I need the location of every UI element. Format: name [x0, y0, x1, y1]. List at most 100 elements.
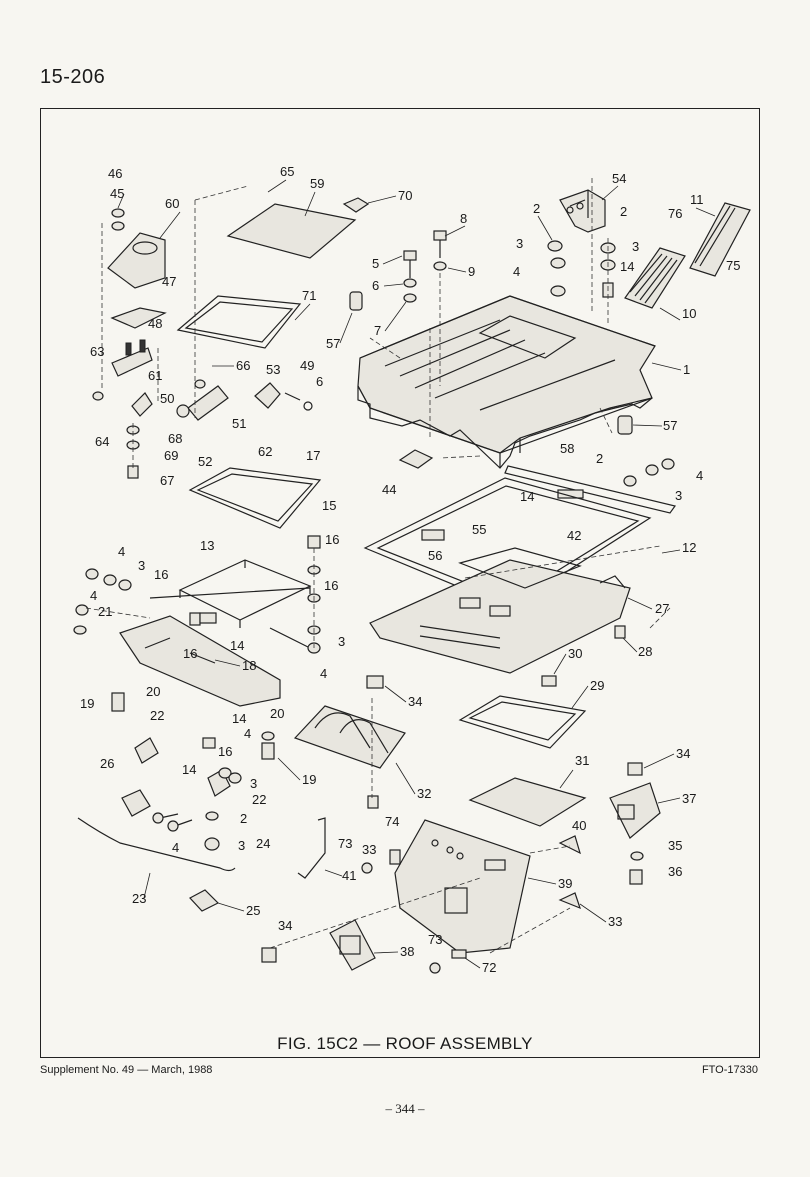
callout-34b: 34: [676, 746, 690, 761]
callout-16e: 16: [218, 744, 232, 759]
callout-60: 60: [165, 196, 179, 211]
callout-23: 23: [132, 891, 146, 906]
callout-16b: 16: [154, 567, 168, 582]
callout-38: 38: [400, 944, 414, 959]
callout-47: 47: [162, 274, 176, 289]
callout-31: 31: [575, 753, 589, 768]
hinge-assembly-part: [107, 208, 167, 377]
pad-part: [398, 449, 434, 469]
figure-title: FIG. 15C2 — ROOF ASSEMBLY: [277, 1034, 533, 1053]
console-part: [394, 819, 531, 954]
callout-75: 75: [726, 258, 740, 273]
callout-9: 9: [468, 264, 475, 279]
callout-4c: 4: [118, 544, 125, 559]
mounting-frame-part: [149, 559, 312, 649]
filter-element-part: [624, 247, 686, 309]
callout-3e: 3: [338, 634, 345, 649]
callout-14e: 14: [182, 762, 196, 777]
panel-part: [468, 777, 587, 827]
callout-20a: 20: [146, 684, 160, 699]
callout-26: 26: [100, 756, 114, 771]
bolt-column-center: [307, 535, 321, 654]
callout-55: 55: [472, 522, 486, 537]
seal-strip-part: [504, 458, 677, 514]
callout-labels: 46 45 60 65 59 70 8 54 2 2 11 76 3 3 14 …: [80, 164, 740, 975]
lever-part: [297, 817, 401, 879]
callout-18: 18: [242, 658, 256, 673]
callout-58: 58: [560, 441, 574, 456]
callout-8: 8: [460, 211, 467, 226]
figure-frame: [40, 108, 760, 1058]
callout-57a: 57: [326, 336, 340, 351]
callout-4a: 4: [513, 264, 520, 279]
callout-73a: 73: [338, 836, 352, 851]
callout-4b: 4: [696, 468, 703, 483]
callout-57b: 57: [663, 418, 677, 433]
callout-68: 68: [168, 431, 182, 446]
bracket-part: [559, 189, 606, 233]
callout-45: 45: [110, 186, 124, 201]
callout-16c: 16: [324, 578, 338, 593]
sheet-number: – 344 –: [385, 1101, 425, 1116]
supplement-note: Supplement No. 49 — March, 1988: [40, 1064, 213, 1076]
callout-12: 12: [682, 540, 696, 555]
cover-box-part: [261, 919, 467, 974]
callout-33b: 33: [608, 914, 622, 929]
callout-21: 21: [98, 604, 112, 619]
callout-67: 67: [160, 473, 174, 488]
callout-3a: 3: [516, 236, 523, 251]
callout-10: 10: [682, 306, 696, 321]
callout-2b: 2: [620, 204, 627, 219]
page-number: 15-206: [40, 66, 106, 88]
callout-2a: 2: [533, 201, 540, 216]
callout-3b: 3: [632, 239, 639, 254]
callout-37: 37: [682, 791, 696, 806]
cover-plate-part: [226, 197, 370, 259]
callout-44: 44: [382, 482, 396, 497]
callout-6a: 6: [372, 278, 379, 293]
callout-24: 24: [256, 836, 270, 851]
callout-66: 66: [236, 358, 250, 373]
callout-5: 5: [372, 256, 379, 271]
callout-36: 36: [668, 864, 682, 879]
callout-74: 74: [385, 814, 399, 829]
rod-part: [77, 817, 236, 912]
callout-25: 25: [246, 903, 260, 918]
callout-2c: 2: [596, 451, 603, 466]
callout-19b: 19: [302, 772, 316, 787]
callout-2d: 2: [240, 811, 247, 826]
callout-64: 64: [95, 434, 109, 449]
callout-4d: 4: [90, 588, 97, 603]
callout-61: 61: [148, 368, 162, 383]
callout-76: 76: [668, 206, 682, 221]
callout-15: 15: [322, 498, 336, 513]
console-frame-part: [458, 625, 626, 749]
callout-4g: 4: [172, 840, 179, 855]
callout-16d: 16: [183, 646, 197, 661]
callout-71: 71: [302, 288, 316, 303]
small-pad-part: [421, 529, 445, 541]
callout-7: 7: [374, 323, 381, 338]
callout-49: 49: [300, 358, 314, 373]
callout-63: 63: [90, 344, 104, 359]
callout-16a: 16: [325, 532, 339, 547]
callout-30: 30: [568, 646, 582, 661]
callout-40: 40: [572, 818, 586, 833]
filter-housing-part: [689, 202, 751, 277]
roof-shell-part: [357, 295, 656, 469]
callout-51: 51: [232, 416, 246, 431]
spacer-part: [349, 291, 633, 435]
callout-56: 56: [428, 548, 442, 563]
leader-lines: [85, 185, 671, 954]
callout-3c: 3: [675, 488, 682, 503]
callout-48: 48: [148, 316, 162, 331]
callout-65: 65: [280, 164, 294, 179]
callout-14a: 14: [620, 259, 634, 274]
callout-14b: 14: [520, 489, 534, 504]
roof-frame-part: [369, 547, 631, 674]
callout-27: 27: [655, 601, 669, 616]
seal-frame-lower: [188, 467, 322, 529]
side-rail-part: [111, 615, 281, 712]
callout-3g: 3: [238, 838, 245, 853]
callout-52: 52: [198, 454, 212, 469]
